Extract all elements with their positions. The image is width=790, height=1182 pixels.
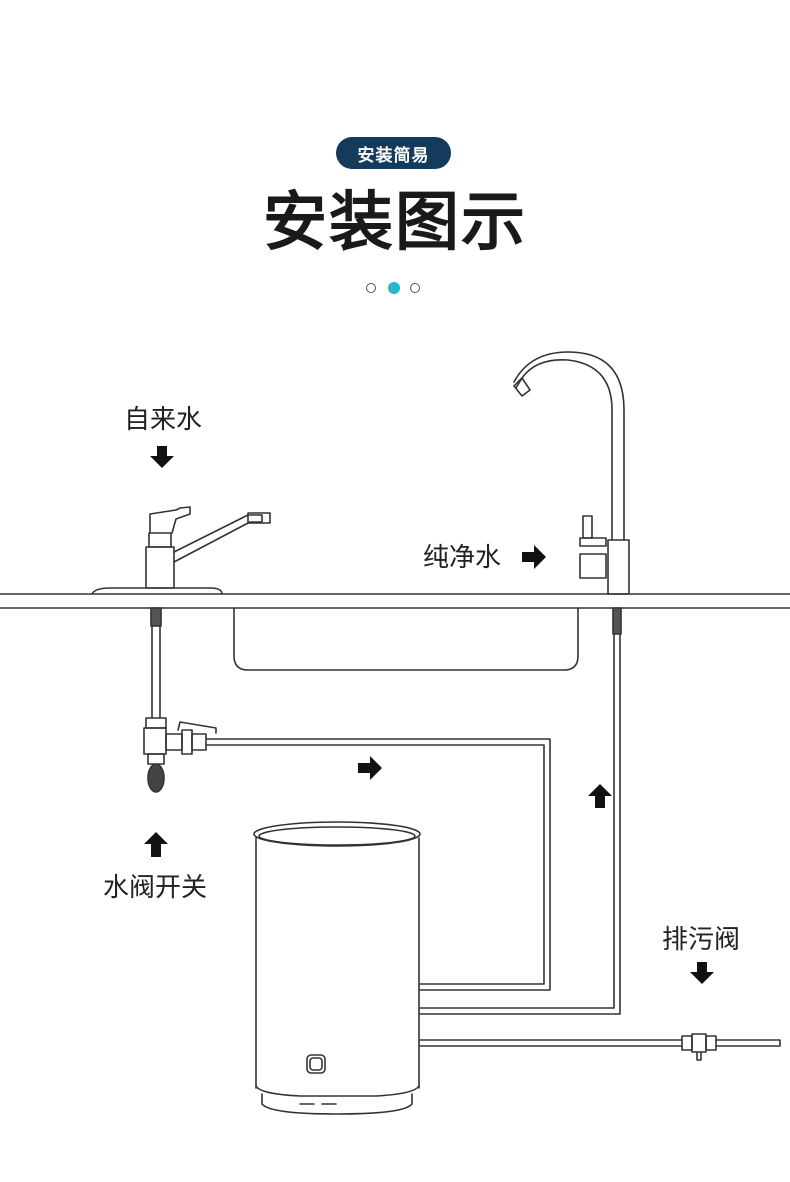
arrow-down-icon [690,962,714,984]
pager-dot-active[interactable] [388,282,400,294]
page-title: 安装图示 [263,186,527,260]
label-tap-water: 自来水 [124,405,203,435]
label-drain-valve: 排污阀 [662,925,741,955]
pure-water-faucet [513,351,630,595]
arrow-up-icon [588,784,612,808]
arrow-right-icon [358,756,382,780]
pager-dots [366,282,426,296]
pager-dot[interactable] [410,283,420,293]
label-pure-water: 纯净水 [423,543,502,573]
pure-water-tube [419,607,622,1015]
tap-faucet [91,506,271,595]
arrow-right-icon [522,545,546,569]
drain-tube [419,1039,781,1047]
feed-tube [205,738,551,991]
pager-dot[interactable] [366,283,376,293]
arrow-down-icon [150,446,174,468]
water-purifier-unit [253,821,421,1115]
arrow-up-icon [144,832,168,857]
label-water-valve: 水阀开关 [103,873,208,903]
water-valve[interactable] [143,717,217,793]
sink-basin [233,607,579,671]
inlet-pipe [150,607,162,719]
drain-valve[interactable] [681,1033,717,1061]
section-badge: 安装简易 [336,137,451,169]
